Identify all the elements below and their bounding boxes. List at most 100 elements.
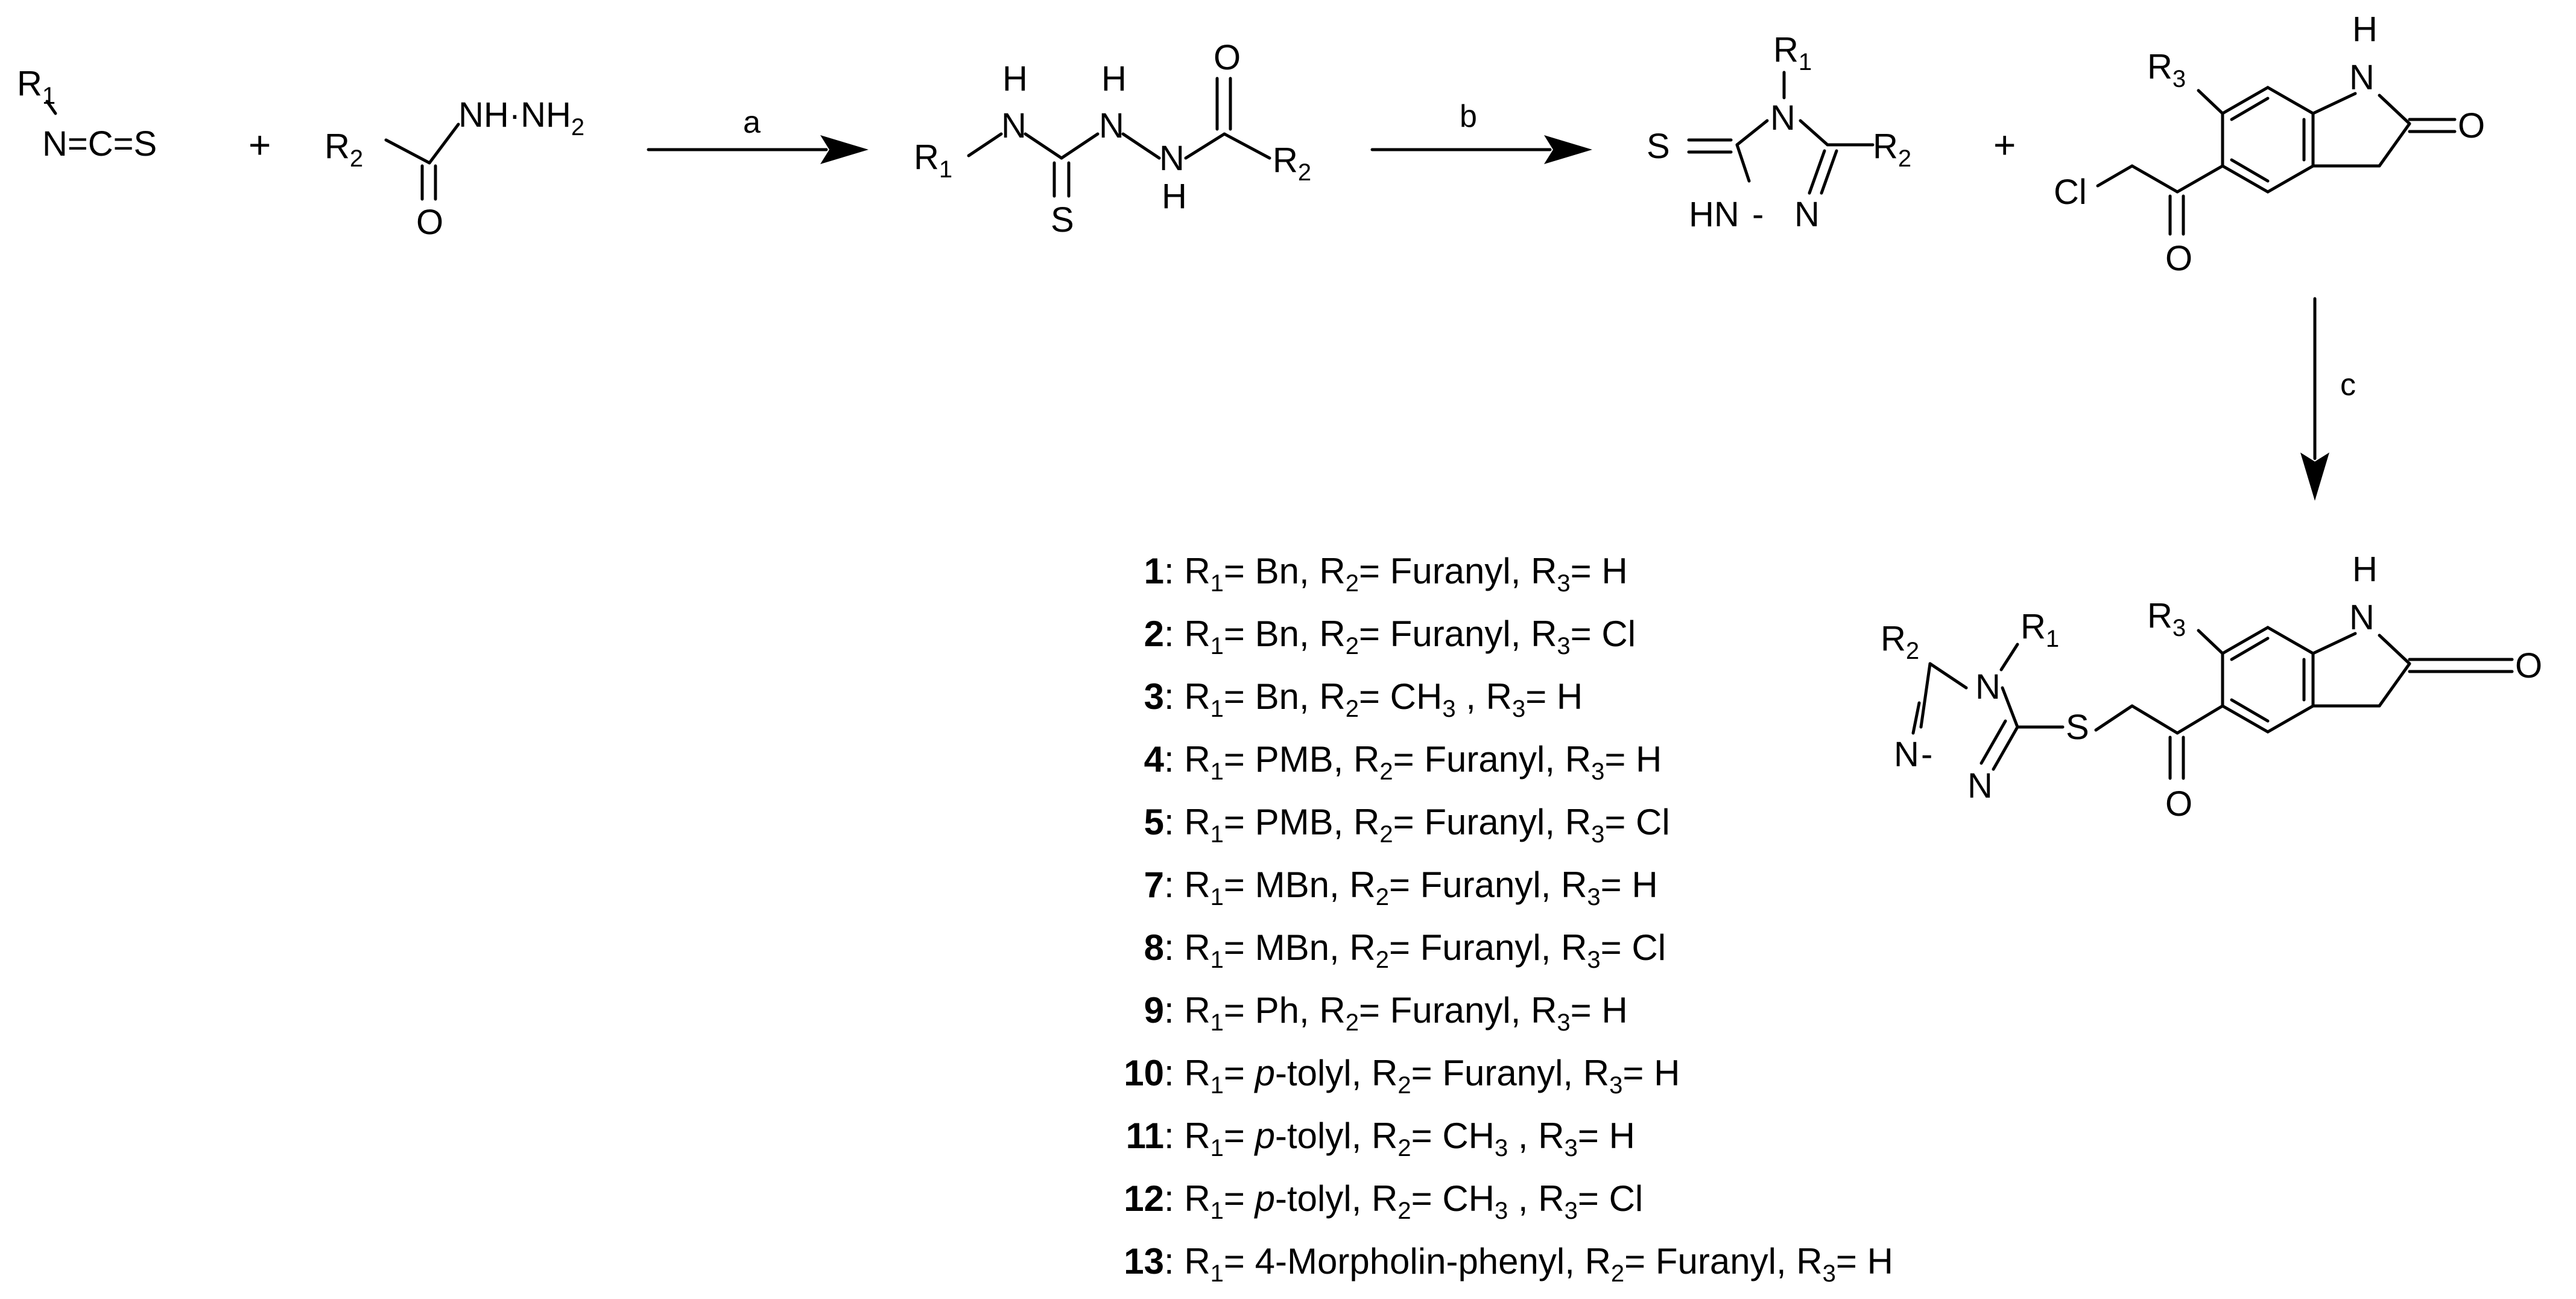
triazole-thione: R1 N S HN - N R2 (1647, 30, 1911, 234)
r2-value: CH (1390, 676, 1443, 717)
svg-text:N: N (2349, 598, 2375, 637)
compound-row: 1: R1= Bn, R2= Furanyl, R3= H (1068, 546, 1893, 609)
svg-text:O: O (2458, 106, 2485, 145)
r1-value: tolyl (1287, 1053, 1352, 1093)
svg-text:H: H (2352, 550, 2378, 589)
r1-value: Bn (1255, 614, 1300, 654)
r3-value: H (1601, 551, 1628, 591)
svg-text:N: N (1099, 106, 1124, 145)
condition-c: c (2340, 367, 2356, 402)
r3-value: H (1631, 865, 1658, 905)
compound-number: 8 (1144, 927, 1164, 968)
r1-value: Bn (1255, 676, 1300, 717)
compound-number: 13 (1124, 1241, 1164, 1282)
r1-value: Bn (1255, 551, 1300, 591)
svg-text:N: N (2349, 58, 2375, 97)
compound-number: 7 (1144, 865, 1164, 905)
svg-text:-: - (1752, 195, 1764, 234)
r1-value: tolyl (1287, 1178, 1352, 1219)
r3-value: H (1601, 990, 1628, 1031)
compound-row: 7: R1= MBn, R2= Furanyl, R3= H (1068, 860, 1893, 923)
svg-text:HN: HN (1689, 195, 1739, 234)
compound-row: 11: R1= p-tolyl, R2= CH3 , R3= H (1068, 1111, 1893, 1174)
r2-value: Furanyl (1390, 614, 1511, 654)
compound-number: 2 (1144, 614, 1164, 654)
r1-label: R1 (17, 64, 55, 109)
r2-value: CH (1442, 1178, 1495, 1219)
r1-prefix: p (1255, 1116, 1276, 1156)
svg-text:N: N (1001, 106, 1027, 145)
r1-label: R1 (1773, 30, 1812, 75)
r1-value: Ph (1255, 990, 1300, 1031)
condition-a: a (743, 105, 761, 140)
compound-number: 10 (1124, 1053, 1164, 1093)
r1-value: MBn (1255, 865, 1330, 905)
svg-text:O: O (2165, 239, 2192, 278)
svg-text:H: H (1101, 59, 1127, 98)
arrow-c: c (2300, 297, 2356, 501)
r1-label: R1 (914, 138, 952, 183)
svg-text:O: O (1214, 38, 1241, 77)
svg-text:-: - (1921, 735, 1932, 774)
svg-text:N: N (1770, 98, 1796, 138)
bond-r1-n (45, 100, 57, 115)
r1-value: MBn (1255, 927, 1330, 968)
compound-number: 3 (1144, 676, 1164, 717)
condition-b: b (1460, 99, 1477, 134)
r1-value: PMB (1255, 739, 1334, 780)
r2-value: Furanyl (1420, 927, 1541, 968)
r2-label: R2 (1273, 141, 1311, 186)
r3-value: H (1636, 739, 1662, 780)
r2-value: Furanyl (1420, 865, 1541, 905)
r1-value: tolyl (1287, 1116, 1352, 1156)
svg-text:S: S (1051, 200, 1074, 240)
reaction-scheme: R1 N=C=S + R2 O NH·NH2 a R1 N H S N H N … (17, 10, 2542, 824)
compound-row: 8: R1= MBn, R2= Furanyl, R3= Cl (1068, 923, 1893, 985)
compound-row: 4: R1= PMB, R2= Furanyl, R3= H (1068, 734, 1893, 797)
plus-sign: + (1993, 123, 2016, 167)
r3-value: H (1867, 1241, 1893, 1282)
thiosemicarbazide: R1 N H S N H N H O R2 (914, 38, 1311, 240)
r2-label: R2 (1881, 619, 1919, 664)
isothiocyanate: R1 N=C=S (17, 64, 157, 164)
r1-prefix: p (1255, 1178, 1276, 1219)
n-c-s-label: N=C=S (42, 124, 157, 164)
compound-row: 9: R1= Ph, R2= Furanyl, R3= H (1068, 985, 1893, 1048)
r3-value: H (1654, 1053, 1680, 1093)
r2-value: Furanyl (1442, 1053, 1563, 1093)
svg-text:N: N (1794, 195, 1820, 234)
r3-value: Cl (1636, 802, 1670, 842)
r2-value: Furanyl (1390, 551, 1511, 591)
svg-text:H: H (1002, 59, 1028, 98)
r3-value: Cl (1631, 927, 1666, 968)
chloroacetyl-oxindole: Cl O R3 N H O (2054, 10, 2485, 278)
compound-number: 11 (1125, 1116, 1164, 1156)
svg-text:N: N (1159, 139, 1185, 178)
svg-text:O: O (2515, 646, 2542, 685)
plus-sign: + (248, 123, 271, 167)
r2-subscript: 3 (1442, 696, 1456, 722)
r2-value: Furanyl (1424, 802, 1545, 842)
compound-row: 3: R1= Bn, R2= CH3 , R3= H (1068, 672, 1893, 734)
final-product: R2 R1 N N - N S O R3 N H O (1881, 550, 2542, 824)
r3-label: R3 (2147, 47, 2186, 92)
compound-number: 1 (1144, 551, 1164, 591)
svg-text:N: N (1975, 667, 2001, 707)
r1-label: R1 (2021, 607, 2059, 652)
svg-text:S: S (2066, 708, 2089, 747)
r3-value: Cl (1609, 1178, 1644, 1219)
compound-number: 12 (1124, 1178, 1164, 1219)
r2-label: R2 (324, 127, 363, 172)
compound-row: 5: R1= PMB, R2= Furanyl, R3= Cl (1068, 797, 1893, 860)
svg-text:N: N (1967, 766, 1993, 805)
svg-text:O: O (2165, 784, 2192, 824)
arrow-b: b (1370, 99, 1592, 164)
arrow-a: a (647, 105, 869, 164)
compound-row: 10: R1= p-tolyl, R2= Furanyl, R3= H (1068, 1048, 1893, 1111)
r2-label: R2 (1873, 127, 1911, 172)
carbonyl-o: O (416, 203, 443, 242)
svg-text:S: S (1647, 127, 1670, 166)
r2-value: CH (1442, 1116, 1495, 1156)
r3-value: Cl (1601, 614, 1636, 654)
